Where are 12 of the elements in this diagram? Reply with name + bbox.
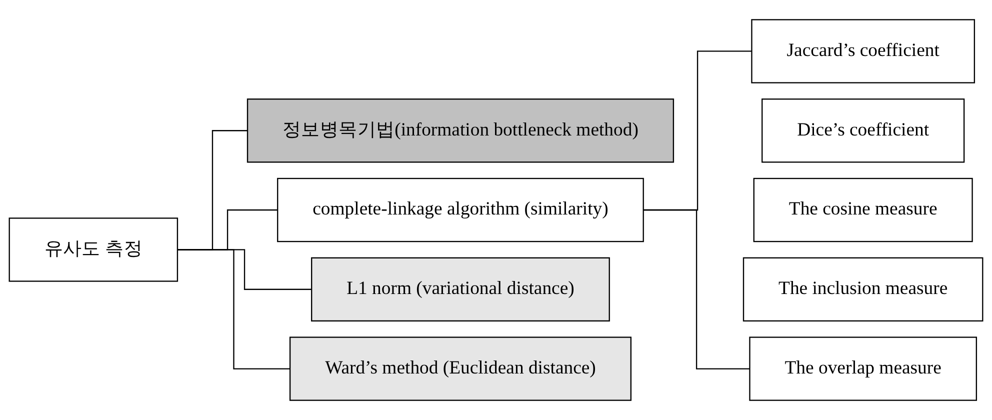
node-box: L1 norm (variational distance) [311,257,610,322]
node-box: Ward’s method (Euclidean distance) [289,336,632,401]
node-box: Dice’s coefficient [762,98,965,163]
node-box: complete-linkage algorithm (similarity) [277,178,644,242]
node-box: The overlap measure [749,336,977,401]
node-box: 정보병목기법(information bottleneck method) [246,98,674,163]
node-box: The cosine measure [753,178,973,242]
node-box: 유사도 측정 [8,218,178,282]
node-box: Jaccard’s coefficient [751,19,976,84]
connector [643,209,750,370]
connector [177,249,290,370]
node-box: The inclusion measure [742,257,984,322]
